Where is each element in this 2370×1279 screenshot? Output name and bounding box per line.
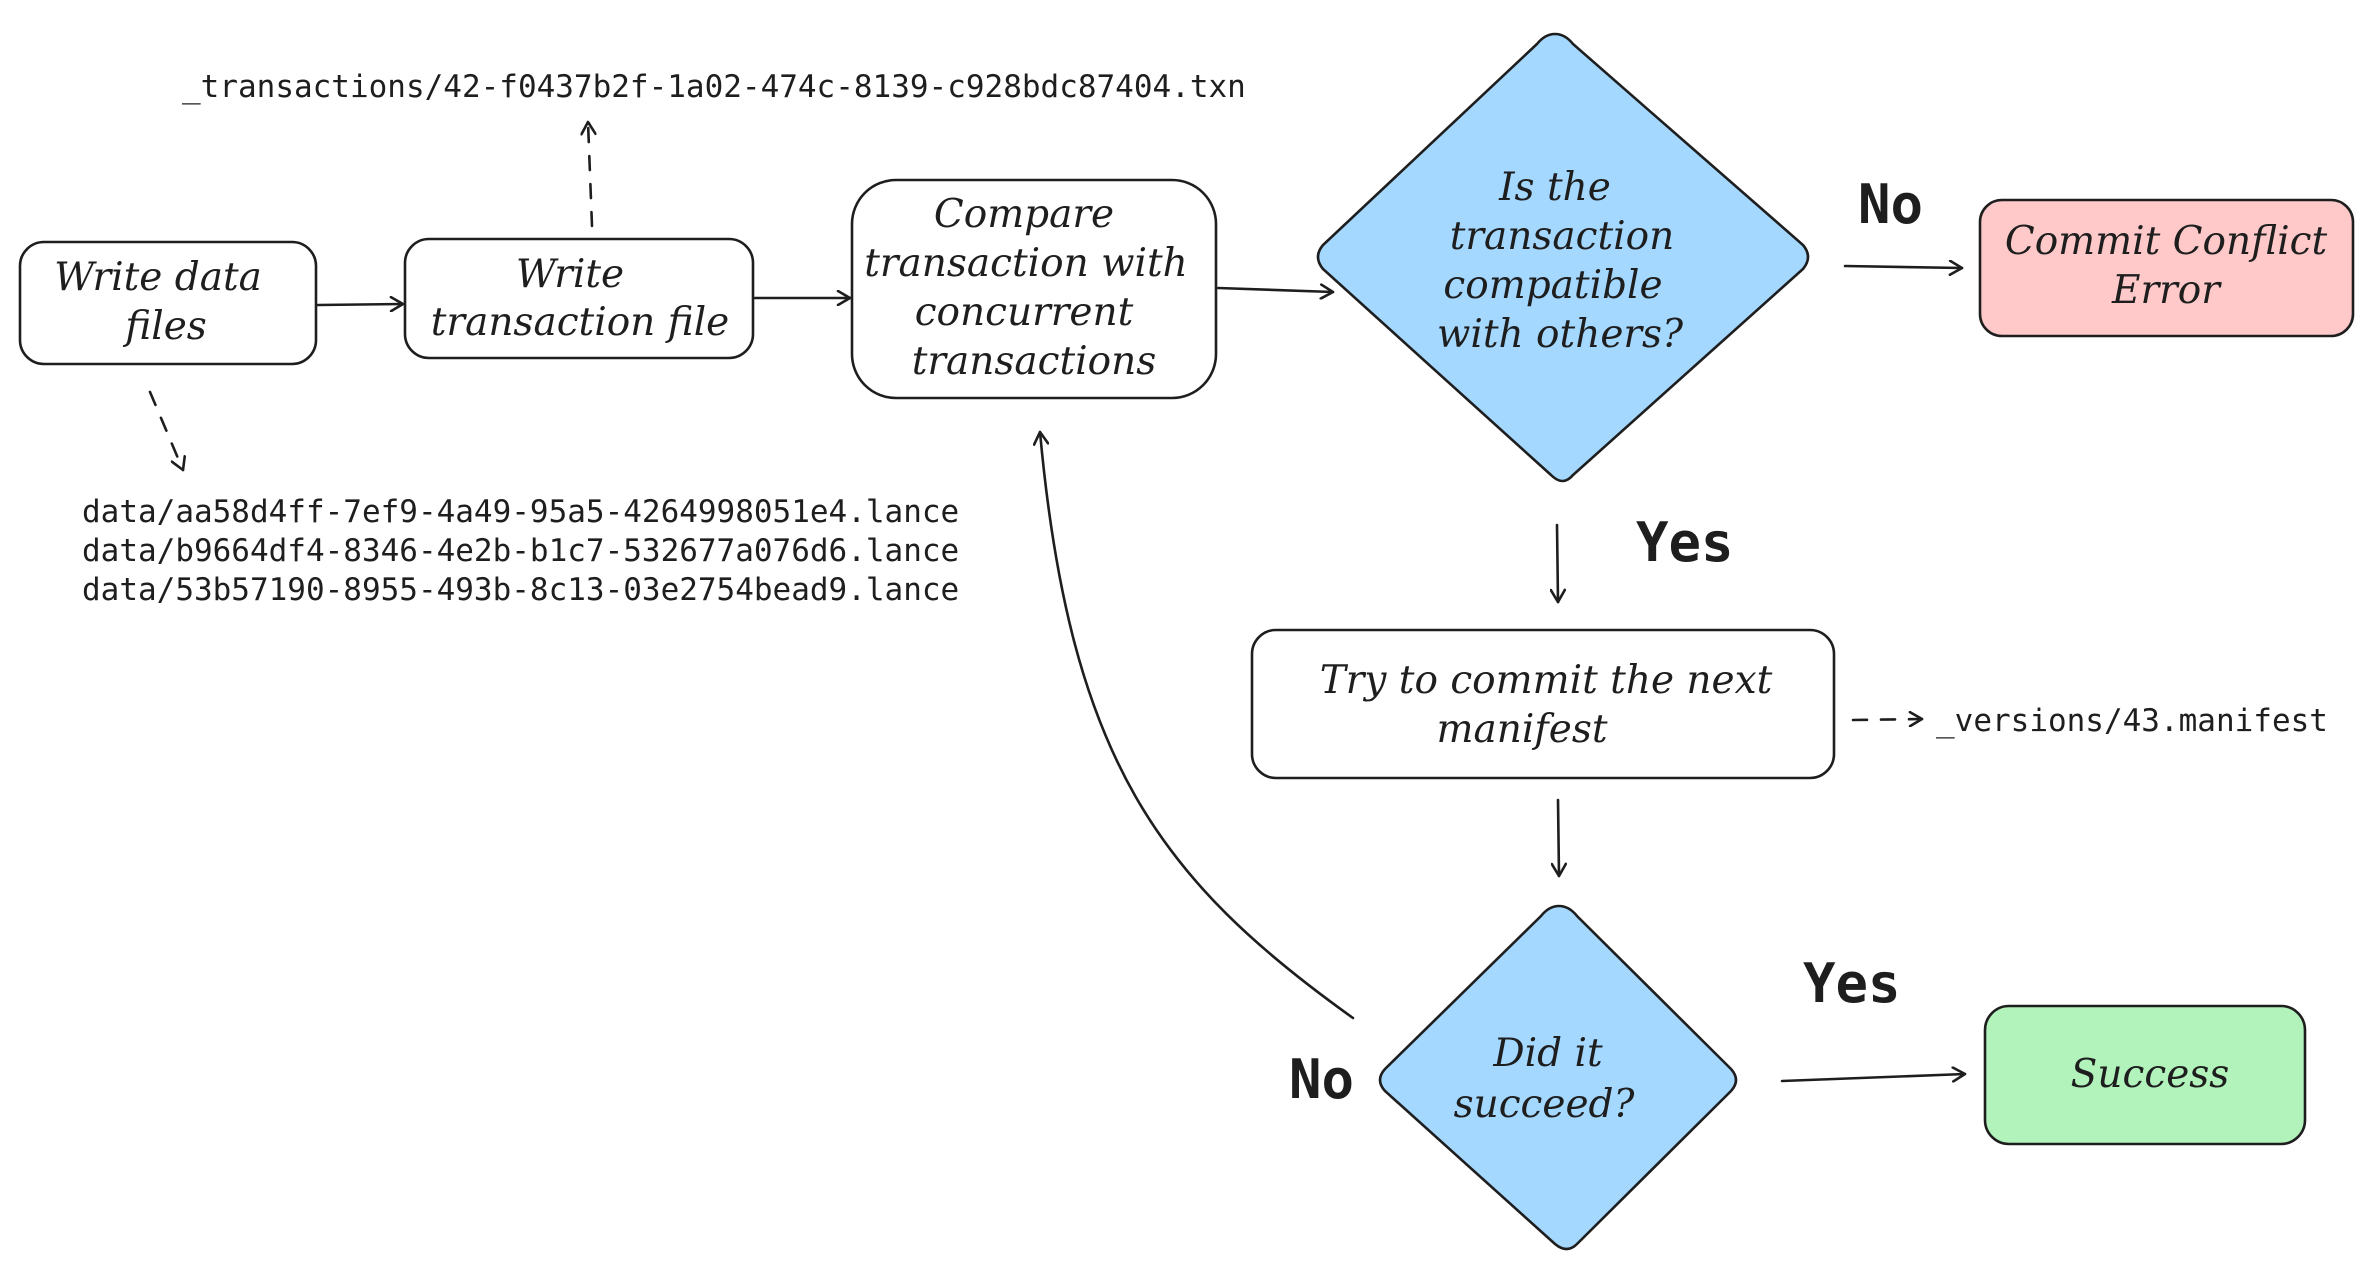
edge-write-data-to-write-txn [316, 304, 405, 305]
compare-line-2: transaction with [864, 241, 1188, 286]
data-file-path-3: data/53b57190-8955-493b-8c13-03e2754bead… [82, 572, 959, 608]
edge-write-txn-to-txn-file [588, 120, 592, 228]
transaction-file-path: _transactions/42-f0437b2f-1a02-474c-8139… [182, 69, 1246, 105]
write-data-files-line-2: files [122, 304, 207, 349]
edge-try-commit-to-succeed [1558, 798, 1559, 878]
error-line-2: Error [2111, 268, 2222, 313]
manifest-file-path: _versions/43.manifest [1936, 703, 2328, 739]
error-line-1: Commit Conflict [2005, 219, 2328, 264]
edge-label-compatible-yes: Yes [1636, 511, 1734, 574]
edge-label-succeed-no: No [1289, 1048, 1354, 1111]
edge-compare-to-compatible [1216, 288, 1335, 292]
node-did-it-succeed-decision: Did it succeed? [1378, 904, 1738, 1251]
edge-try-commit-to-manifest [1851, 719, 1924, 720]
data-file-path-2: data/b9664df4-8346-4e2b-b1c7-532677a076d… [82, 533, 959, 569]
compare-line-1: Compare [934, 192, 1114, 237]
compare-line-3: concurrent [915, 290, 1134, 335]
write-data-files-line-1: Write data [54, 255, 262, 300]
compatible-line-2: transaction [1450, 214, 1675, 259]
success-label: Success [2071, 1052, 2230, 1097]
node-try-commit: Try to commit the next manifest [1250, 628, 1836, 780]
data-file-path-1: data/aa58d4ff-7ef9-4a49-95a5-4264998051e… [82, 494, 959, 530]
edge-label-succeed-yes: Yes [1803, 952, 1901, 1015]
try-commit-line-2: manifest [1436, 707, 1607, 752]
edge-compatible-yes-to-try-commit [1557, 523, 1558, 604]
node-write-data-files: Write data files [18, 240, 318, 366]
succeed-line-1: Did it [1492, 1031, 1603, 1076]
edge-write-data-to-data-files [148, 390, 183, 472]
try-commit-line-1: Try to commit the next [1320, 658, 1773, 703]
edges [148, 120, 1967, 1081]
compare-line-4: transactions [912, 339, 1157, 384]
edge-label-compatible-no: No [1858, 173, 1923, 236]
compatible-line-1: Is the [1498, 165, 1611, 210]
edge-succeed-yes-to-success [1780, 1074, 1967, 1081]
write-transaction-file-line-2: transaction file [431, 300, 730, 345]
compatible-line-3: compatible [1443, 263, 1662, 308]
file-annotations: _transactions/42-f0437b2f-1a02-474c-8139… [82, 69, 2328, 739]
node-is-compatible-decision: Is the transaction compatible with other… [1316, 32, 1810, 483]
edge-succeed-no-to-compare [1040, 430, 1355, 1020]
write-transaction-file-line-1: Write [516, 252, 624, 297]
edge-labels: No Yes Yes No [1289, 173, 1923, 1111]
node-compare-transactions: Compare transaction with concurrent tran… [850, 178, 1218, 400]
node-write-transaction-file: Write transaction file [403, 237, 755, 360]
edge-compatible-no-to-error [1843, 266, 1964, 268]
succeed-line-2: succeed? [1454, 1082, 1636, 1127]
node-commit-conflict-error: Commit Conflict Error [1978, 198, 2355, 338]
node-success: Success [1983, 1004, 2307, 1146]
compatible-line-4: with others? [1437, 312, 1684, 357]
